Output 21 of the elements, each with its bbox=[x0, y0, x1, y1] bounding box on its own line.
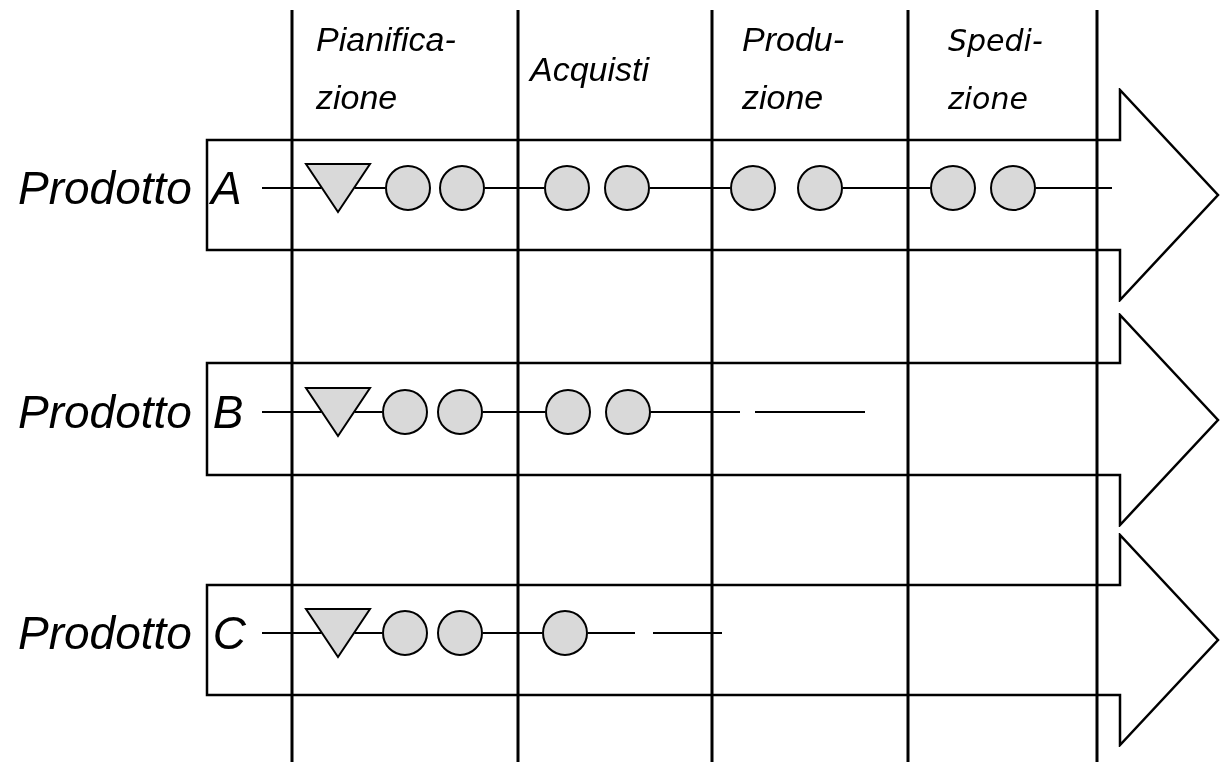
connector-line bbox=[1035, 187, 1113, 189]
connector-line bbox=[484, 187, 545, 189]
connector-line bbox=[842, 187, 931, 189]
connector-line bbox=[261, 411, 323, 413]
row-label: Prodotto A bbox=[18, 161, 242, 216]
connector-line bbox=[482, 632, 543, 634]
connector-line bbox=[649, 187, 731, 189]
column-header: Produ- zione bbox=[742, 19, 846, 118]
connector-line bbox=[353, 632, 383, 634]
column-header: Spedi- zione bbox=[948, 22, 1044, 118]
column-header: Acquisti bbox=[530, 49, 651, 90]
connector-line bbox=[650, 411, 866, 413]
connector-line bbox=[353, 411, 383, 413]
row-label: Prodotto B bbox=[18, 385, 244, 440]
connector-line bbox=[482, 411, 546, 413]
column-header: Pianifica- zione bbox=[316, 19, 457, 118]
connector-line bbox=[261, 187, 323, 189]
row-label: Prodotto C bbox=[18, 606, 246, 661]
connector-line bbox=[587, 632, 723, 634]
connector-line bbox=[261, 632, 323, 634]
connector-line bbox=[353, 187, 386, 189]
